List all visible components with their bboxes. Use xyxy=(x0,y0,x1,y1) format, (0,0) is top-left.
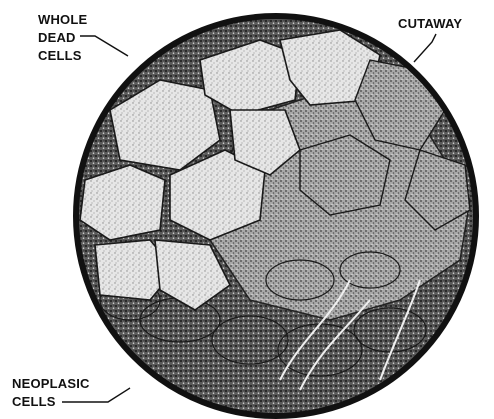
callout-cutaway: CUTAWAY xyxy=(398,16,462,62)
label-whole-dead-cells-line-3: CELLS xyxy=(38,48,82,63)
callout-neoplasic-cells: NEOPLASIC CELLS xyxy=(12,376,130,409)
label-cutaway: CUTAWAY xyxy=(398,16,462,31)
leader-line-whole-dead-cells xyxy=(80,36,128,56)
label-whole-dead-cells-line-1: WHOLE xyxy=(38,12,88,27)
label-neoplasic-cells-line-1: NEOPLASIC xyxy=(12,376,90,391)
label-whole-dead-cells-line-2: DEAD xyxy=(38,30,76,45)
callout-whole-dead-cells: WHOLE DEAD CELLS xyxy=(38,12,128,63)
leader-line-cutaway xyxy=(414,34,436,62)
label-neoplasic-cells-line-2: CELLS xyxy=(12,394,56,409)
